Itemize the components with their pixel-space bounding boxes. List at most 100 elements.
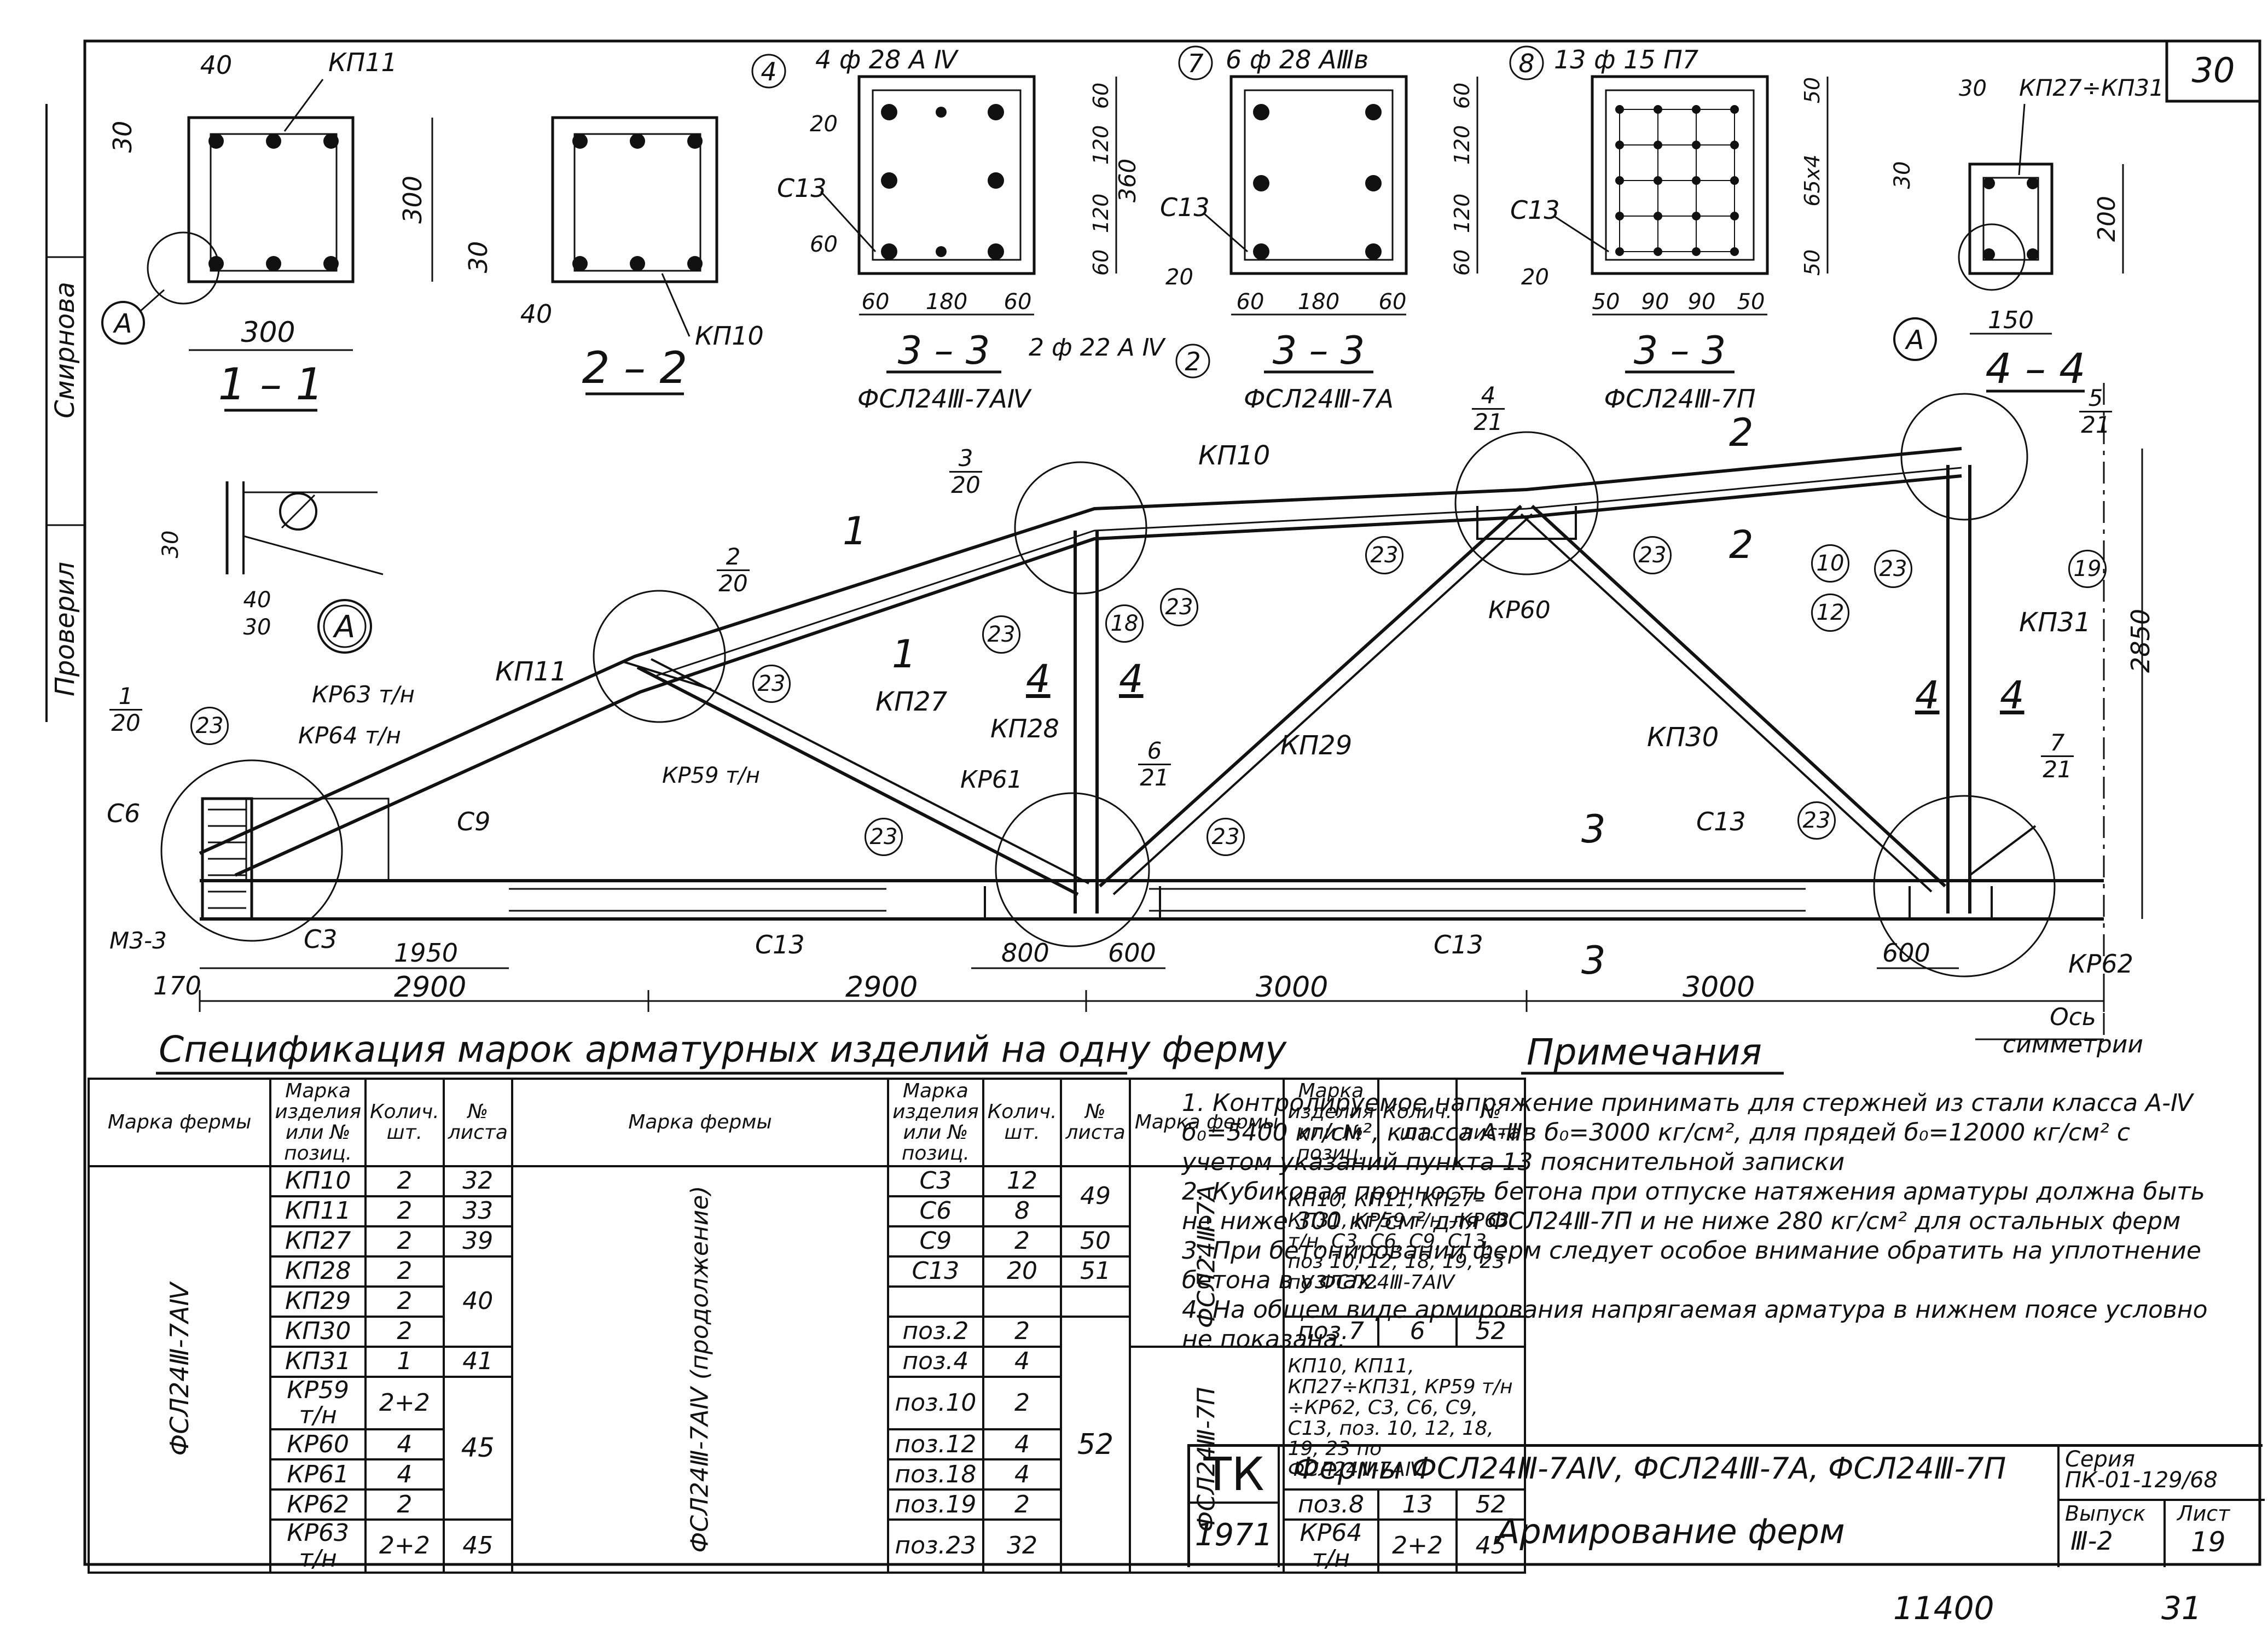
member-label: КР62 [2068, 949, 2133, 979]
pos-circle: 23 [1633, 536, 1672, 574]
col-header: Марка фермы [1128, 1078, 1285, 1167]
dim: 30 [158, 531, 183, 558]
section-cut-mark: 4 [1915, 673, 1940, 718]
table-cell: 4 [982, 1458, 1063, 1491]
series-label: Серия [2065, 1447, 2135, 1472]
pos-circle: 23 [752, 665, 791, 703]
table-cell: КР61 [269, 1458, 367, 1491]
member-label: С9 [457, 807, 491, 836]
dim: 60 [1450, 83, 1474, 109]
table-cell: 32 [982, 1518, 1063, 1574]
table-cell: поз.7 [1282, 1316, 1380, 1348]
table-cell: 4 [982, 1428, 1063, 1461]
truss-mark-cell: ФСЛ24Ⅲ-7АⅣ [87, 1165, 272, 1574]
table-cell: 51 [1060, 1255, 1131, 1288]
table-cell: 2+2 [364, 1518, 445, 1574]
dim: 20 [1521, 265, 1549, 290]
member-label: С13 [1434, 930, 1483, 959]
truss-elevation [160, 383, 2143, 1040]
section-cut-mark: 4 [2000, 673, 2025, 718]
table-cell: 20 [982, 1255, 1063, 1288]
table-cell: поз.23 [887, 1518, 984, 1574]
callout-pos-2: 2 [1185, 347, 1200, 376]
table-cell: КП27 [269, 1225, 367, 1258]
table-cell: КП10 [269, 1165, 367, 1197]
col-header: Марка изделия или № позиц. [1282, 1078, 1380, 1167]
dim-label: 1950 [394, 938, 459, 968]
table-cell [982, 1285, 1063, 1318]
dim: 60 [1237, 289, 1264, 315]
table-cell: 2+2 [364, 1375, 445, 1431]
pos-circle: 23 [1365, 536, 1403, 574]
node-a-label: А [333, 609, 355, 645]
truss-mark-cell: ФСЛ24Ⅲ-7А [1128, 1165, 1285, 1348]
dim-label: 600 [1882, 938, 1930, 968]
section-subtitle: ФСЛ24Ⅲ-7А [1244, 384, 1394, 414]
pos-circle: 23 [982, 615, 1020, 654]
table-cell: 39 [442, 1225, 513, 1258]
table-cell: 45 [442, 1375, 513, 1521]
dim-cover-top: 40 [200, 50, 233, 80]
section-cut-mark: 1 [892, 632, 917, 677]
section-title: 2 – 2 [582, 342, 688, 393]
sheet-label: Лист [2177, 1502, 2230, 1526]
table-cell: КП29 [269, 1285, 367, 1318]
dim: 120 [1089, 194, 1113, 234]
section-cut-mark: 2 [1729, 410, 1754, 455]
dim: 120 [1450, 194, 1474, 234]
member-label: КП11 [495, 656, 567, 687]
dim-height: 300 [398, 176, 427, 224]
table-cell: С3 [887, 1165, 984, 1197]
table-cell: КП31 [269, 1346, 367, 1378]
member-label: КР59 т/н [662, 763, 761, 788]
section-subtitle: ФСЛ24Ⅲ-7П [1604, 384, 1755, 414]
table-cell: 2 [982, 1316, 1063, 1348]
note-item: 3. При бетонировании ферм следует особое… [1182, 1237, 2201, 1294]
table-cell: КП30 [269, 1316, 367, 1348]
dim-width: 300 [241, 316, 295, 349]
table-cell: 6 [1377, 1316, 1458, 1348]
table-cell: 2 [982, 1225, 1063, 1258]
section-2-2: 30 40 КП10 2 – 2 [463, 116, 764, 395]
table-cell: С6 [887, 1195, 984, 1227]
table-cell: КП11 [269, 1195, 367, 1227]
member-label: М3-3 [109, 927, 167, 954]
member-kp27-kp31: КП27÷КП31 [2019, 74, 2164, 101]
section-4-4: А 30 30 200 150 КП27÷КП31 4 – 4 [1890, 74, 2164, 393]
truss-mark-cell: ФСЛ24Ⅲ-7АⅣ (продолжение) [511, 1165, 890, 1574]
table-cell: 2 [364, 1285, 445, 1318]
table-cell: 2 [364, 1316, 445, 1348]
member-label: КР61 [960, 766, 1023, 794]
col-header: Колич. шт. [982, 1078, 1063, 1167]
section-title: 3 – 3 [1634, 328, 1726, 373]
col-header: Марка фермы [87, 1078, 272, 1167]
table-cell: 2 [364, 1255, 445, 1288]
dim: 60 [1450, 249, 1474, 276]
dim: 50 [1800, 77, 1824, 103]
note-item: 1. Контролируемое напряжение принимать д… [1182, 1089, 2193, 1176]
dim-label: 170 [153, 971, 201, 1000]
dim: 50 [1592, 289, 1620, 315]
table-cell: КР59 т/н [269, 1375, 367, 1431]
table-cell: 32 [442, 1165, 513, 1197]
table-cell: 4 [982, 1346, 1063, 1378]
table-cell: С9 [887, 1225, 984, 1258]
table-cell: КП28 [269, 1255, 367, 1288]
table-cell: КР63 т/н [269, 1518, 367, 1574]
node-a-mark: А [113, 309, 132, 339]
member-label: КП31 [2019, 607, 2091, 638]
table-cell: поз.12 [887, 1428, 984, 1461]
table-cell: 45 [442, 1518, 513, 1574]
dim: 30 [1890, 161, 1915, 189]
section-subtitle: ФСЛ24Ⅲ-7АⅣ [857, 384, 1033, 414]
spec-table: Марка фермы Марка изделия или № позиц. К… [87, 1078, 1527, 1574]
notes-list: 1. Контролируемое напряжение принимать д… [1182, 1089, 2211, 1354]
dim: 360 [1114, 159, 1141, 202]
dim: 60 [1089, 83, 1113, 109]
dim: 60 [1004, 289, 1032, 315]
callout-pos-7: 7 [1187, 49, 1203, 78]
